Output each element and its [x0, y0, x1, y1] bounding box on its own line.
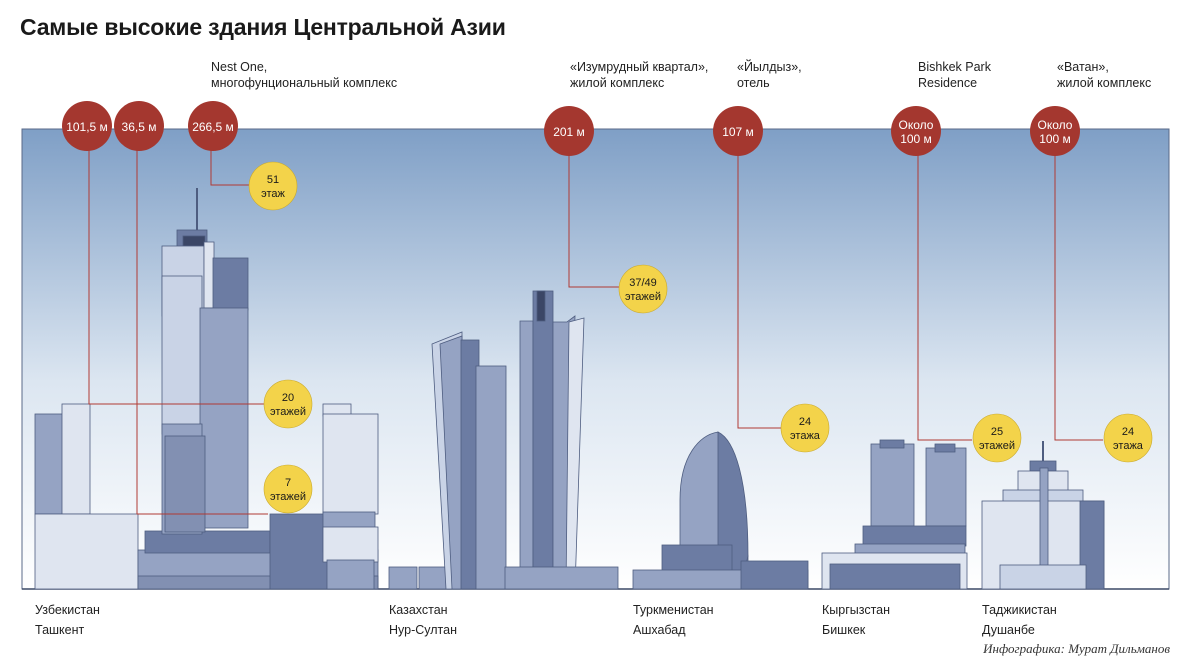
floor-badge-nest-one: 51 этаж	[248, 161, 298, 211]
floor-badge-yildiz: 24 этажа	[780, 403, 830, 453]
label-line: «Йылдыз»,	[737, 60, 802, 74]
height-badge-nest-one: 266,5 м	[188, 101, 238, 151]
label-nest-one: Nest One, многофунциональный комплекс	[211, 59, 397, 91]
city-name: Ташкент	[35, 623, 85, 637]
country-name: Таджикистан	[982, 603, 1057, 617]
badge-text: этажей	[270, 406, 306, 418]
floor-badge-uz-1: 20 этажей	[263, 379, 313, 429]
country-name: Узбекистан	[35, 603, 100, 617]
badge-text: Около	[899, 118, 934, 132]
label-bishkek-park: Bishkek Park Residence	[918, 59, 991, 91]
city-name: Ашхабад	[633, 623, 686, 637]
height-badge-emerald: 201 м	[544, 106, 594, 156]
uzbekistan-buildings	[34, 188, 379, 590]
floor-badge-uz-2: 7 этажей	[263, 464, 313, 514]
floor-badge-bishkek-park: 25 этажей	[972, 413, 1022, 463]
badge-text: 37/49	[629, 277, 657, 289]
label-line: отель	[737, 76, 770, 90]
turkmenistan-buildings	[632, 431, 809, 590]
label-line: Bishkek Park	[918, 60, 991, 74]
country-kyrgyzstan: Кыргызстан Бишкек	[822, 600, 890, 640]
height-badge-uz-2: 36,5 м	[114, 101, 164, 151]
badge-text: этажей	[625, 291, 661, 303]
country-name: Казахстан	[389, 603, 448, 617]
label-emerald-quarter: «Изумрудный квартал», жилой комплекс	[570, 59, 708, 91]
badge-text: этажа	[1113, 440, 1144, 452]
label-line: жилой комплекс	[1057, 76, 1152, 90]
badge-text: Около	[1038, 118, 1073, 132]
badge-text: 51	[267, 174, 279, 186]
kazakhstan-buildings	[388, 290, 619, 590]
badge-text: этаж	[261, 188, 285, 200]
label-line: Nest One,	[211, 60, 268, 74]
country-tajikistan: Таджикистан Душанбе	[982, 600, 1057, 640]
badge-text: 266,5 м	[192, 120, 234, 134]
height-badge-bishkek-park: Около 100 м	[891, 106, 941, 156]
badge-text: 101,5 м	[66, 120, 108, 134]
city-name: Бишкек	[822, 623, 866, 637]
height-badge-vatan: Около 100 м	[1030, 106, 1080, 156]
badge-text: этажей	[270, 491, 306, 503]
tajikistan-buildings	[981, 441, 1105, 590]
floor-badges: 51 этаж 20 этажей 7 этажей 37/49 этажей …	[248, 161, 1153, 514]
height-badge-uz-1: 101,5 м	[62, 101, 112, 151]
country-kazakhstan: Казахстан Нур-Султан	[389, 600, 457, 640]
country-uzbekistan: Узбекистан Ташкент	[35, 600, 100, 640]
height-badges: 101,5 м 36,5 м 266,5 м 201 м 107 м Около	[62, 101, 1080, 156]
height-badge-yildiz: 107 м	[713, 106, 763, 156]
country-name: Туркменистан	[633, 603, 714, 617]
city-name: Душанбе	[982, 623, 1035, 637]
leader-lines	[88, 146, 1103, 515]
label-line: жилой комплекс	[570, 76, 665, 90]
badge-text: этажа	[790, 430, 821, 442]
badge-text: 24	[1122, 426, 1134, 438]
badge-text: 36,5 м	[122, 120, 157, 134]
infographic-credit: Инфографика: Мурат Дильманов	[983, 641, 1170, 656]
page-title: Самые высокие здания Центральной Азии	[20, 14, 506, 40]
label-line: «Ватан»,	[1057, 60, 1109, 74]
country-turkmenistan: Туркменистан Ашхабад	[633, 600, 714, 640]
badge-text: 20	[282, 392, 294, 404]
label-vatan: «Ватан», жилой комплекс	[1057, 59, 1151, 91]
label-line: Residence	[918, 76, 978, 90]
badge-text: 201 м	[553, 125, 585, 139]
kyrgyzstan-buildings	[821, 439, 968, 590]
city-name: Нур-Султан	[389, 623, 457, 637]
badge-text: 7	[285, 477, 291, 489]
badge-text: 24	[799, 416, 811, 428]
country-name: Кыргызстан	[822, 603, 891, 617]
label-line: «Изумрудный квартал»,	[570, 60, 709, 74]
floor-badge-emerald: 37/49 этажей	[618, 264, 668, 314]
label-yildiz: «Йылдыз», отель	[737, 59, 802, 91]
badge-text: 25	[991, 426, 1003, 438]
floor-badge-vatan: 24 этажа	[1103, 413, 1153, 463]
label-line: многофунциональный комплекс	[211, 76, 398, 90]
badge-text: 100 м	[900, 132, 932, 146]
badge-text: 107 м	[722, 125, 754, 139]
badge-text: этажей	[979, 440, 1015, 452]
badge-text: 100 м	[1039, 132, 1071, 146]
